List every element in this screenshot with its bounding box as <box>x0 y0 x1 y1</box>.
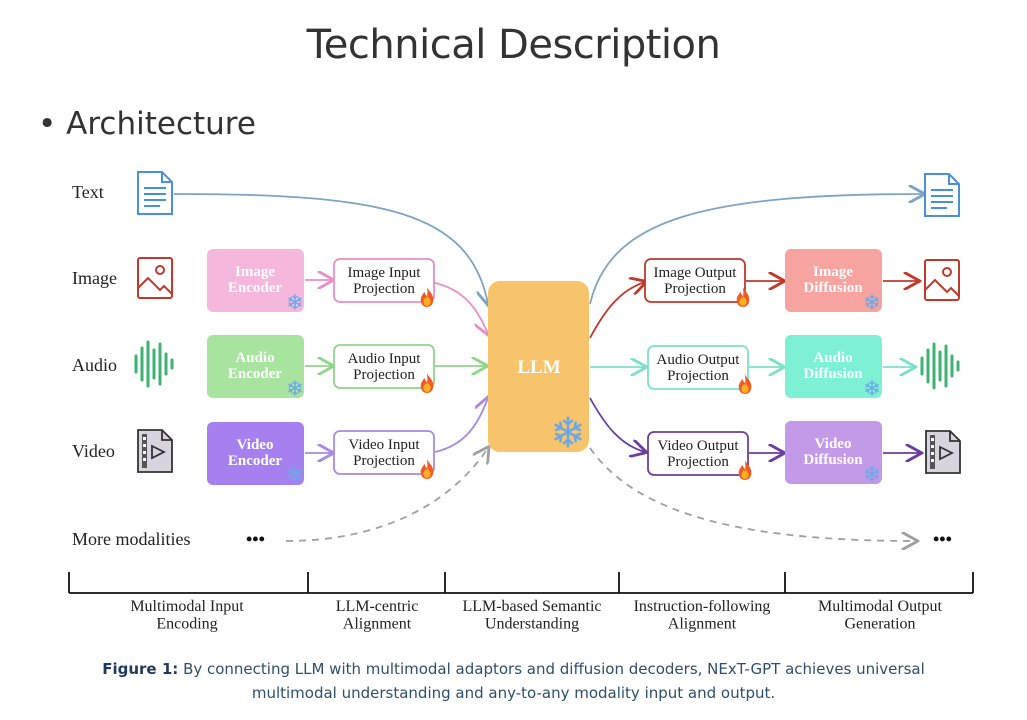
row-label-video: Video <box>72 441 115 461</box>
architecture-diagram: Text Image Audio Video More modalities •… <box>68 171 974 632</box>
output-ellipsis-icon: ••• <box>933 529 952 549</box>
video-diffusion-box <box>785 421 882 484</box>
stage-timeline <box>68 572 974 594</box>
row-label-more: More modalities <box>72 529 190 549</box>
audio-input-projection-box <box>333 344 435 389</box>
audio-encoder-box <box>207 335 304 398</box>
image-encoder-box <box>207 249 304 312</box>
image-diffusion-box <box>785 249 882 312</box>
figure-caption: Figure 1: By connecting LLM with multimo… <box>60 657 967 705</box>
llm-box <box>488 281 589 452</box>
llm-label: LLM <box>517 357 560 378</box>
image-input-projection-box <box>333 258 435 303</box>
video-file-icon <box>137 429 173 473</box>
row-label-audio: Audio <box>72 355 117 375</box>
page-title: Technical Description <box>306 22 721 68</box>
image-output-projection-box <box>644 258 746 303</box>
video-input-projection-box <box>333 430 435 475</box>
row-label-image: Image <box>72 268 117 288</box>
section-heading: • Architecture <box>38 106 256 142</box>
figure-caption-label: Figure 1: <box>102 660 179 678</box>
output-image-icon <box>924 259 960 301</box>
figure-caption-text: By connecting LLM with multimodal adapto… <box>183 660 925 702</box>
audio-diffusion-box <box>785 335 882 398</box>
output-audio-wave-icon <box>920 342 960 390</box>
audio-output-projection-box <box>647 345 749 390</box>
output-video-file-icon <box>925 430 961 474</box>
document-icon <box>137 171 173 215</box>
audio-wave-icon <box>134 340 174 388</box>
ellipsis-icon: ••• <box>246 529 265 549</box>
row-label-text: Text <box>72 182 104 202</box>
video-output-projection-box <box>647 431 749 476</box>
video-encoder-box <box>207 422 304 485</box>
output-document-icon <box>924 173 960 217</box>
image-icon <box>137 257 173 299</box>
